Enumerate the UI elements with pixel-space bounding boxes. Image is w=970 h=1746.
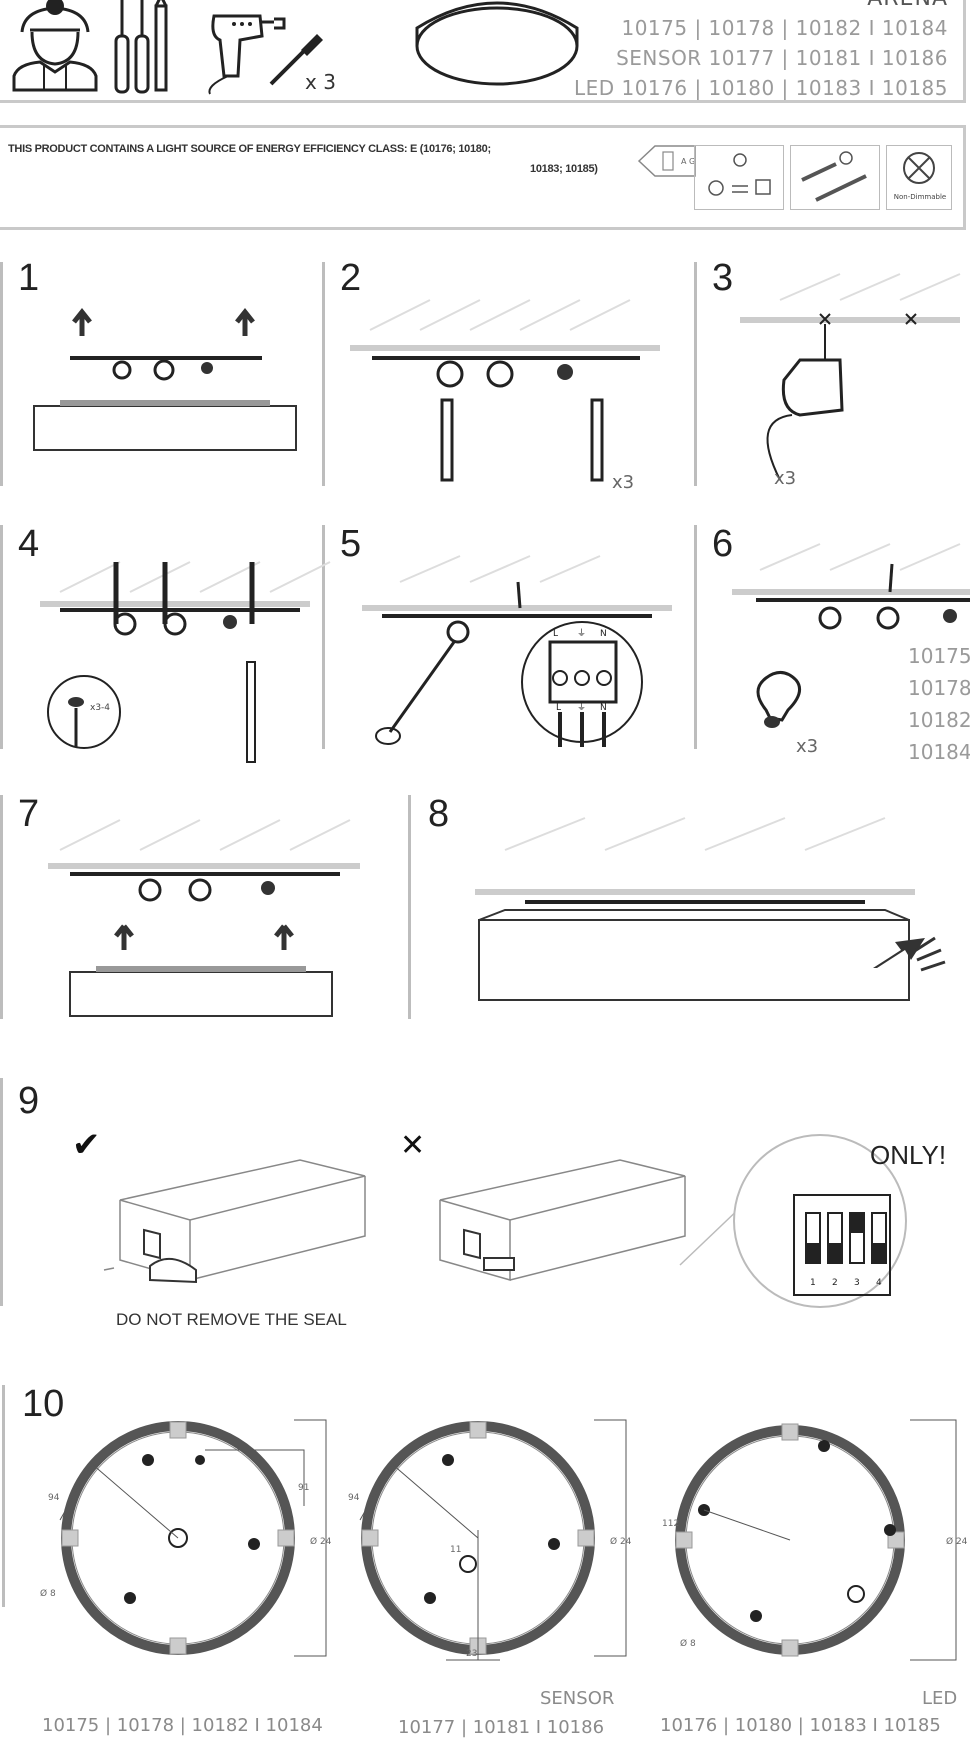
template-led: 112 Ø 24 Ø 8: [662, 1419, 968, 1661]
divider: [0, 1078, 3, 1306]
driver-box-correct: [103, 1159, 366, 1284]
dip-switch-callout: 1 2 3 4: [679, 1134, 907, 1308]
step-6-code: 10175: [908, 644, 970, 668]
seal-warning: DO NOT REMOVE THE SEAL: [116, 1310, 347, 1329]
svg-text:11: 11: [450, 1545, 461, 1555]
step-4-illustration: [40, 561, 331, 763]
step-1-illustration: [33, 307, 297, 451]
only-label: ONLY!: [870, 1140, 947, 1170]
install-icon-box: [790, 145, 880, 210]
tools-install-icon: [801, 151, 867, 202]
svg-text:⏚: ⏚: [577, 702, 586, 713]
brand-title: ARENA: [867, 0, 948, 11]
step-6-count: x3: [796, 736, 819, 757]
step-8-illustration: [475, 817, 946, 1001]
cross-mark-icon: ✕: [400, 1128, 426, 1163]
svg-text:3: 3: [854, 1278, 860, 1288]
energy-box: [0, 125, 966, 230]
svg-text:Ø 24: Ø 24: [946, 1536, 968, 1547]
svg-text:94: 94: [48, 1493, 60, 1503]
template-sensor: 94 Ø 24 23 11: [348, 1419, 632, 1661]
step-3-illustration: [740, 273, 961, 481]
non-dimmable-icon: [903, 152, 935, 184]
step-2-illustration: [350, 299, 660, 482]
svg-text:N: N: [600, 703, 607, 713]
drill-icon: [208, 14, 286, 95]
caption-sensor: 10177 | 10181 I 10186: [398, 1717, 605, 1738]
step-6-code: 10178: [908, 676, 970, 700]
energy-text-line1: THIS PRODUCT CONTAINS A LIGHT SOURCE OF …: [8, 143, 491, 155]
non-dimmable-label: Non-Dimmable: [893, 193, 947, 201]
step-6-label: 6: [712, 523, 734, 565]
svg-text:N: N: [600, 629, 607, 639]
caption-led: 10176 | 10180 | 10183 I 10185: [660, 1715, 941, 1736]
svg-text:Ø 24: Ø 24: [610, 1536, 632, 1547]
svg-text:A G: A G: [681, 157, 695, 166]
svg-text:Ø 8: Ø 8: [680, 1638, 696, 1649]
screw-plug-icon: [269, 34, 323, 86]
svg-text:L: L: [553, 629, 558, 639]
screwdrivers-icon: [114, 0, 168, 94]
step-2-count: x3: [612, 472, 635, 493]
step-8-label: 8: [428, 793, 450, 835]
svg-text:⏚: ⏚: [577, 628, 586, 639]
energy-label-icon: A G: [637, 145, 696, 177]
dimmable-icon-box: [886, 145, 952, 210]
step-2-label: 2: [340, 257, 362, 299]
divider: [694, 525, 697, 749]
step-6-code: 10182: [908, 708, 970, 732]
svg-text:Ø 8: Ø 8: [40, 1588, 56, 1599]
step-3-label: 3: [712, 257, 734, 299]
svg-text:2: 2: [832, 1278, 838, 1288]
svg-text:94: 94: [348, 1493, 360, 1503]
divider: [322, 262, 325, 486]
header-box: [0, 0, 966, 103]
divider: [408, 795, 411, 1019]
codes-standard: 10175 | 10178 | 10182 I 10184: [621, 16, 948, 40]
divider: [694, 262, 697, 486]
divider: [0, 525, 3, 749]
energy-text-line2: 10183; 10185): [530, 163, 598, 175]
svg-text:1: 1: [810, 1278, 816, 1288]
step-3-count: x3: [774, 468, 797, 489]
svg-text:23: 23: [466, 1649, 477, 1659]
caption-sensor-title: SENSOR: [540, 1688, 615, 1709]
check-mark-icon: ✔: [72, 1125, 101, 1165]
step-4-count: x3-4: [90, 703, 111, 713]
svg-text:4: 4: [876, 1278, 882, 1288]
divider: [0, 795, 3, 1019]
lamp-product-icon: [415, 1, 579, 86]
lifetime-icon-box: [694, 145, 784, 210]
svg-text:L: L: [556, 703, 561, 713]
sun-lamp-icon: [708, 153, 771, 196]
step-10-label: 10: [22, 1383, 65, 1425]
screws-count: x 3: [305, 70, 336, 94]
driver-box-wrong: [439, 1159, 686, 1281]
divider: [0, 262, 3, 486]
svg-text:Ø 24: Ø 24: [310, 1536, 332, 1547]
step-4-label: 4: [18, 523, 40, 565]
caption-standard: 10175 | 10178 | 10182 I 10184: [42, 1715, 323, 1736]
divider: [322, 525, 325, 749]
step-1-label: 1: [18, 257, 40, 299]
template-standard: 94 91 Ø 8 Ø 24: [40, 1419, 332, 1657]
codes-sensor: SENSOR 10177 | 10181 I 10186: [616, 46, 948, 70]
step-7-label: 7: [18, 793, 40, 835]
svg-text:112: 112: [662, 1519, 679, 1529]
caption-led-title: LED: [922, 1688, 958, 1709]
divider: [2, 1385, 5, 1607]
step-5-illustration: L ⏚ N L ⏚ N: [362, 555, 672, 747]
step-5-label: 5: [340, 523, 362, 565]
codes-led: LED 10176 | 10180 | 10183 I 10185: [573, 76, 948, 100]
step-6-illustration: [732, 543, 970, 728]
step-7-illustration: [48, 819, 360, 1017]
svg-text:91: 91: [298, 1483, 309, 1493]
worker-icon: [12, 0, 98, 92]
step-9-label: 9: [18, 1080, 40, 1122]
step-6-code: 10184: [908, 740, 970, 764]
